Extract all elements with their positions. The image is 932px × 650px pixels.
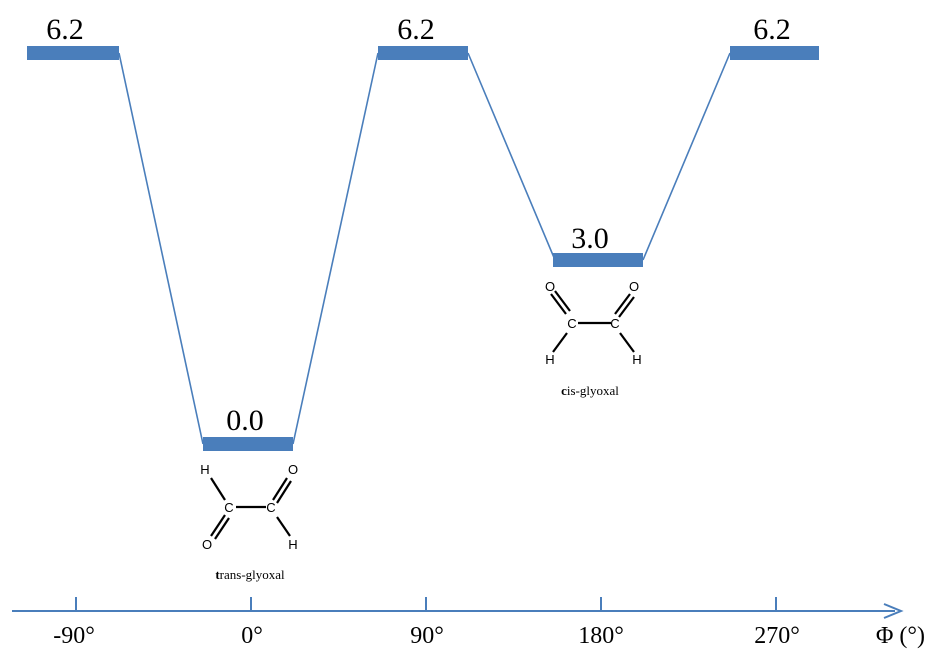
connector-lines	[118, 52, 731, 445]
axis-arrowhead	[883, 603, 904, 619]
bond-c1-o1-a	[550, 293, 567, 315]
level-bar-2	[203, 437, 293, 451]
trans-atom-c2: C	[266, 500, 275, 515]
bond-c2-o2-a	[272, 477, 288, 501]
trans-glyoxal-name: trans-glyoxal	[215, 567, 285, 582]
cis-atom-h1: H	[545, 352, 554, 367]
level-value-3: 6.2	[397, 13, 435, 46]
connector-3-4	[467, 52, 556, 261]
axis-tick-label-4: 180°	[578, 623, 624, 649]
level-bar-5	[730, 46, 819, 60]
cis-atom-o2: O	[629, 279, 639, 294]
level-value-1: 6.2	[46, 13, 84, 46]
bond-h1-c1	[210, 477, 226, 501]
bond-c1-o1-b	[214, 517, 230, 540]
connector-1-2	[118, 52, 204, 445]
cis-glyoxal-structure: O O C C H H	[545, 279, 642, 367]
level-value-2: 0.0	[226, 404, 264, 437]
bond-c1-o1-a	[210, 514, 226, 537]
level-bar-3	[378, 46, 468, 60]
trans-atom-h1: H	[200, 462, 209, 477]
axis-title: Φ (°)	[876, 623, 925, 649]
trans-glyoxal-structure: H C C O O H	[200, 462, 298, 552]
bond-c2-o2-b	[276, 480, 292, 504]
bond-c2-h2	[276, 516, 291, 537]
axis-tick-label-2: 0°	[241, 623, 263, 649]
cis-atom-o1: O	[545, 279, 555, 294]
energy-level-values: 6.2 0.0 6.2 3.0 6.2	[46, 13, 791, 437]
cis-atom-h2: H	[632, 352, 641, 367]
connector-2-3	[292, 52, 379, 445]
connector-4-5	[642, 52, 731, 261]
energy-level-bars	[27, 46, 819, 451]
level-value-5: 6.2	[753, 13, 791, 46]
trans-atom-c1: C	[224, 500, 233, 515]
level-bar-4	[553, 253, 643, 267]
trans-atom-o1: O	[202, 537, 212, 552]
bond-c2-h2	[619, 332, 635, 353]
level-bar-1	[27, 46, 119, 60]
trans-atom-h2: H	[288, 537, 297, 552]
trans-atom-o2: O	[288, 462, 298, 477]
dihedral-axis	[12, 597, 904, 619]
bond-c1-h1	[552, 332, 568, 353]
bond-c2-o2-a	[614, 293, 631, 315]
axis-tick-label-1: -90°	[53, 623, 95, 649]
bond-c2-o2-b	[618, 296, 635, 318]
bond-c1-o1-b	[554, 290, 571, 312]
cis-glyoxal-name: cis-glyoxal	[561, 383, 619, 398]
axis-tick-label-5: 270°	[754, 623, 800, 649]
cis-atom-c2: C	[610, 316, 619, 331]
level-value-4: 3.0	[571, 222, 609, 255]
cis-atom-c1: C	[567, 316, 576, 331]
axis-tick-label-3: 90°	[410, 623, 444, 649]
axis-tick-labels: -90° 0° 90° 180° 270°	[53, 623, 800, 649]
